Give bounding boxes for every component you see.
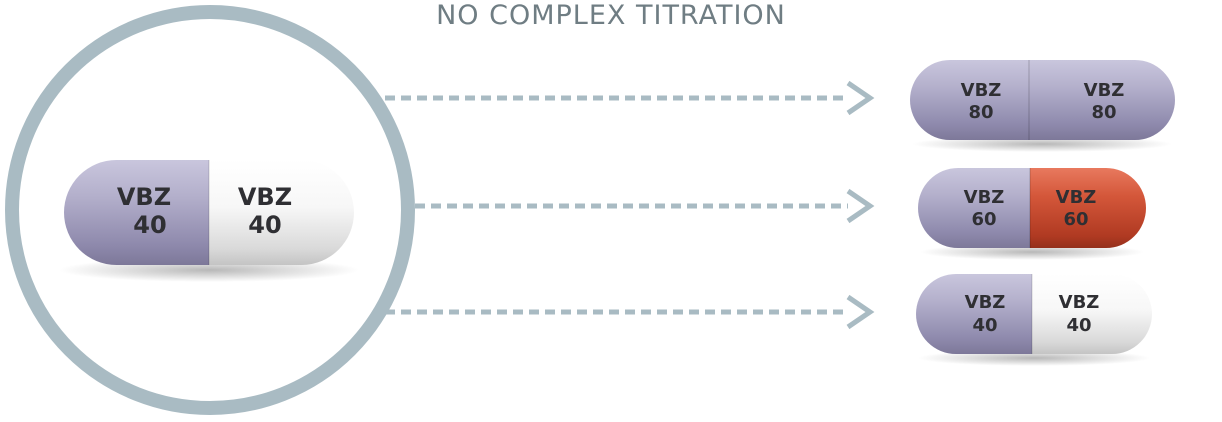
- capsule-80-left-line2: 80: [968, 102, 993, 123]
- capsule-60-right-line1: VBZ: [1056, 187, 1097, 208]
- capsule-60: VBZ 60 VBZ 60: [918, 168, 1146, 260]
- capsule-body-right: [1029, 60, 1175, 140]
- svg-text:VBZ: VBZ: [1056, 187, 1097, 208]
- arrow-head: [846, 294, 875, 330]
- capsule-40-right-line1: VBZ: [1059, 292, 1100, 313]
- arrow-head: [846, 80, 875, 116]
- svg-text:VBZ: VBZ: [961, 80, 1002, 101]
- capsule-60-right-line2: 60: [1063, 209, 1088, 230]
- capsule-seam: [1028, 60, 1030, 140]
- svg-text:40: 40: [972, 315, 997, 336]
- capsule-40-right-line2: 40: [1066, 315, 1091, 336]
- capsule-body-right: [1030, 168, 1146, 248]
- source-right-line2: 40: [248, 211, 281, 239]
- capsule-40-left-line2: 40: [972, 315, 997, 336]
- svg-text:VBZ: VBZ: [965, 292, 1006, 313]
- capsule-cap-left: [910, 60, 1029, 140]
- svg-text:VBZ: VBZ: [238, 183, 292, 211]
- arrow-head: [846, 188, 875, 224]
- capsule-seam: [208, 160, 210, 265]
- capsule-body-right: [209, 160, 354, 265]
- diagram-title: NO COMPLEX TITRATION: [436, 0, 786, 31]
- capsule-60-left-line2: 60: [971, 209, 996, 230]
- svg-text:60: 60: [1063, 209, 1088, 230]
- capsule-cap-left: [916, 274, 1032, 354]
- capsule-60-left-line1: VBZ: [964, 187, 1005, 208]
- svg-text:VBZ: VBZ: [117, 183, 171, 211]
- svg-text:80: 80: [1091, 102, 1116, 123]
- arrow-to-60: [415, 188, 875, 224]
- arrow-to-40: [385, 294, 875, 330]
- capsule-80-left-line1: VBZ: [961, 80, 1002, 101]
- svg-text:80: 80: [968, 102, 993, 123]
- source-left-line2: 40: [133, 211, 166, 239]
- capsule-80-right-line1: VBZ: [1084, 80, 1125, 101]
- highlight-circle: [5, 5, 415, 415]
- svg-text:40: 40: [248, 211, 281, 239]
- svg-text:VBZ: VBZ: [1084, 80, 1125, 101]
- source-left-line1: VBZ: [117, 183, 171, 211]
- capsule-80-right-line2: 80: [1091, 102, 1116, 123]
- capsule-40: VBZ 40 VBZ 40: [916, 274, 1152, 366]
- svg-text:40: 40: [1066, 315, 1091, 336]
- capsule-cap-left: [64, 160, 209, 265]
- capsule-cap-left: [918, 168, 1030, 248]
- svg-text:60: 60: [971, 209, 996, 230]
- source-right-line1: VBZ: [238, 183, 292, 211]
- svg-text:VBZ: VBZ: [964, 187, 1005, 208]
- source-capsule: VBZ 40 VBZ 40: [59, 160, 359, 282]
- capsule-body-right: [1032, 274, 1152, 354]
- arrow-to-80: [385, 80, 875, 116]
- capsule-seam: [1029, 168, 1031, 248]
- capsule-80: VBZ 80 VBZ 80: [910, 60, 1175, 152]
- capsule-40-left-line1: VBZ: [965, 292, 1006, 313]
- capsule-seam: [1031, 274, 1033, 354]
- svg-text:40: 40: [133, 211, 166, 239]
- svg-text:VBZ: VBZ: [1059, 292, 1100, 313]
